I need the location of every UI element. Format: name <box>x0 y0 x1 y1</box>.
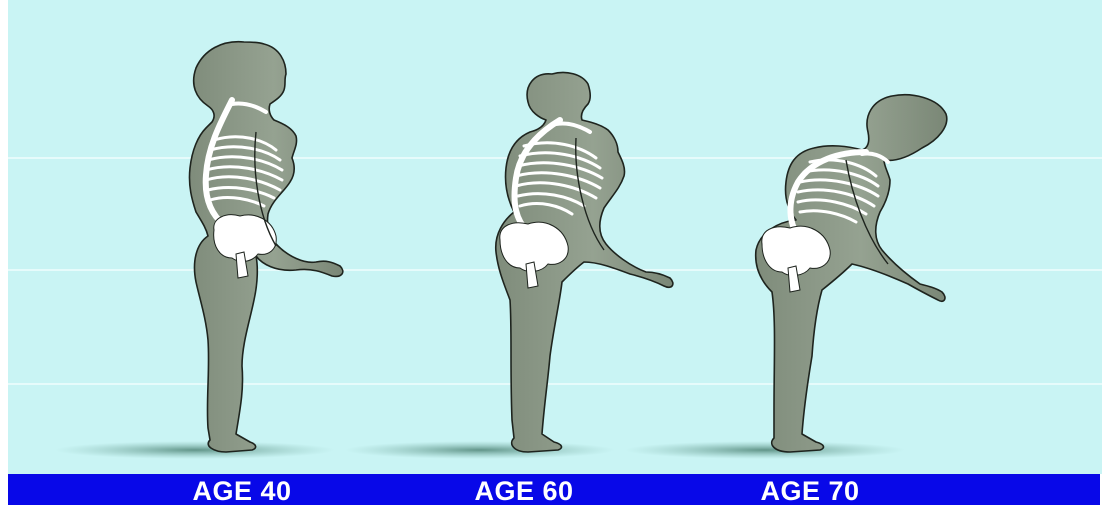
caption-age-40: AGE 40 <box>192 476 291 507</box>
caption-age-60: AGE 60 <box>474 476 573 507</box>
floor-shadow <box>345 441 615 459</box>
floor-shadow <box>55 441 335 459</box>
caption-age-70: AGE 70 <box>760 476 859 507</box>
floor-shadow <box>625 441 905 459</box>
